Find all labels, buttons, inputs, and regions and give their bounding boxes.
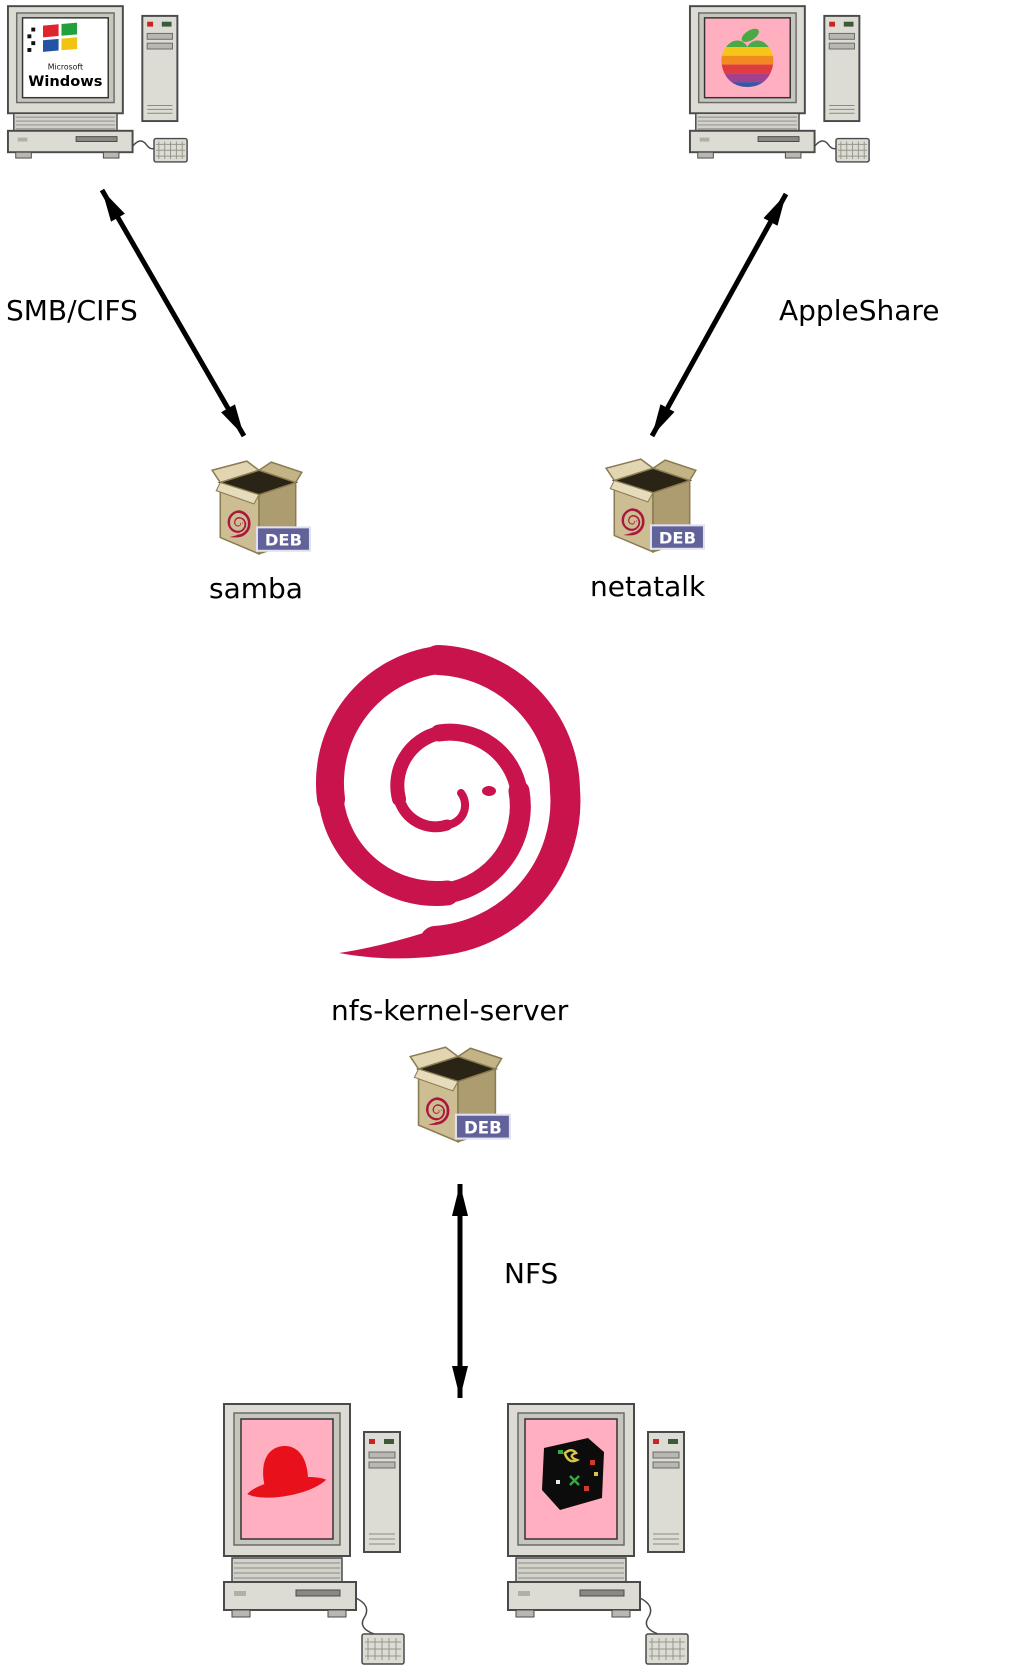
desktop-case [507,1581,641,1618]
deb-package-icon-nfs: DEB [404,1046,511,1146]
keyboard-cable [132,140,157,150]
deb-badge: DEB [649,524,705,550]
tower-case [141,14,179,123]
crt-monitor: Microsoft Windows [6,5,124,115]
deb-badge-text: DEB [464,1118,502,1137]
deb-badge-text: DEB [265,531,302,550]
red-hat-logo [247,1446,327,1498]
edge-label-appleshare: AppleShare [779,294,940,327]
tower-case [647,1431,685,1553]
unix-computer-icon [507,1403,689,1665]
keyboard [835,137,870,163]
keyboard-cable [639,1597,659,1635]
monitor-stand [231,1557,343,1583]
package-label-nfs-kernel-server: nfs-kernel-server [331,994,569,1027]
windows-text: Windows [28,73,102,90]
keyboard [645,1633,689,1665]
edge-label-smb-cifs: SMB/CIFS [6,294,138,327]
crt-monitor [507,1403,635,1557]
crt-monitor [688,5,806,115]
crt-monitor [223,1403,351,1557]
mac-computer-icon [688,5,870,163]
windows-computer-icon: Microsoft Windows [6,5,188,163]
monitor-stand [13,112,118,132]
keyboard-cable [355,1597,375,1635]
deb-package-icon-samba: DEB [206,460,311,558]
package-label-netatalk: netatalk [590,570,706,603]
tower-case [363,1431,401,1553]
deb-badge: DEB [454,1113,511,1140]
microsoft-text: Microsoft [48,62,83,71]
keyboard-cable [814,140,839,150]
desktop-case [6,129,134,159]
edge-appleshare-arrow [649,192,789,438]
deb-badge: DEB [255,526,311,552]
desktop-case [223,1581,357,1618]
debian-swirl-logo [280,632,606,978]
windows-logo: Microsoft Windows [27,22,102,90]
package-label-samba: samba [209,572,303,605]
monitor-stand [695,112,800,132]
monitor-stand [515,1557,627,1583]
deb-package-icon-netatalk: DEB [600,458,705,556]
keyboard [361,1633,405,1665]
tower-case [823,14,861,123]
edge-label-nfs: NFS [504,1257,559,1290]
deb-badge-text: DEB [659,529,696,548]
redhat-computer-icon [223,1403,405,1665]
keyboard [153,137,188,163]
desktop-case [688,129,816,159]
unix-box-art [542,1438,604,1510]
